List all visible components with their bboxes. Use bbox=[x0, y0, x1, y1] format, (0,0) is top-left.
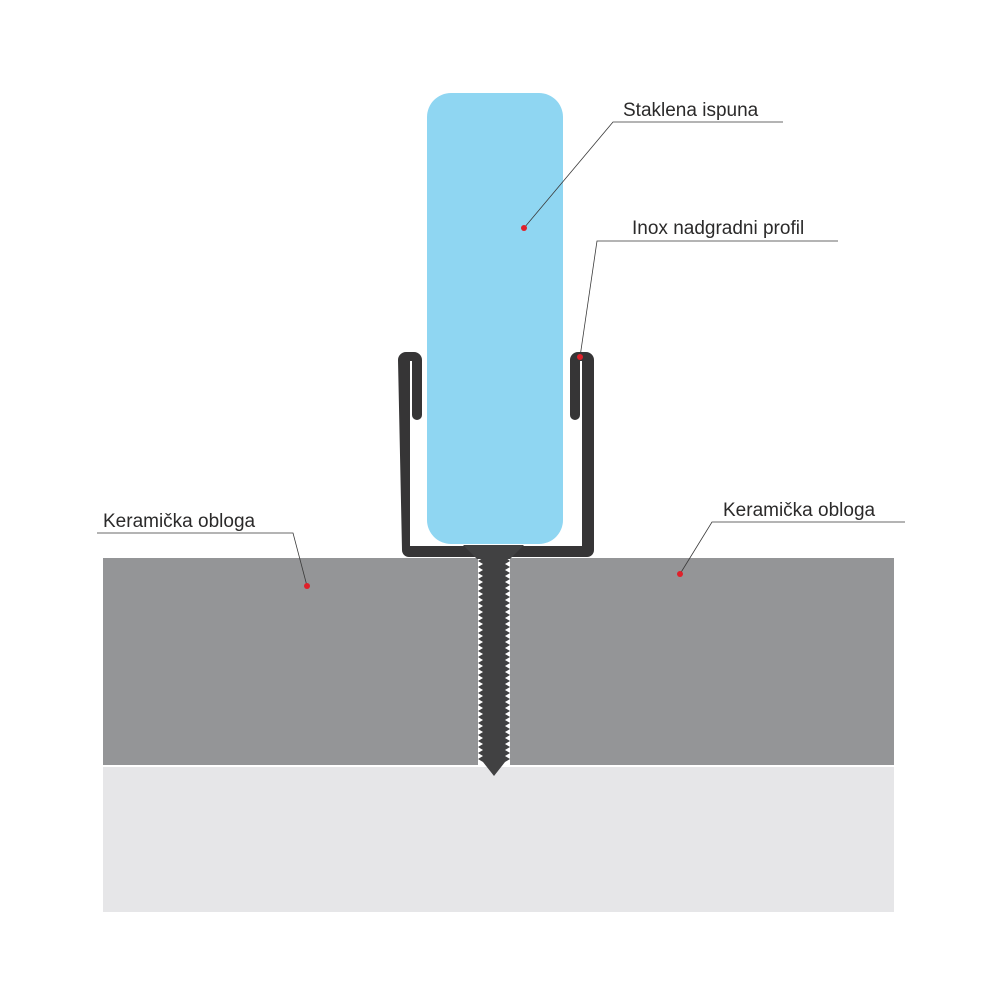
label-profile: Inox nadgradni profil bbox=[632, 218, 804, 239]
label-glass: Staklena ispuna bbox=[623, 100, 759, 121]
marker-tile-right bbox=[677, 571, 683, 577]
marker-profile bbox=[577, 354, 583, 360]
tile-left bbox=[103, 558, 478, 765]
leader-tile-right bbox=[679, 521, 905, 575]
screw bbox=[463, 545, 524, 776]
screw-shaft bbox=[478, 557, 510, 776]
leader-lines bbox=[97, 121, 905, 587]
inox-profile bbox=[398, 352, 594, 557]
tile-right bbox=[510, 558, 894, 765]
label-tile-left: Keramička obloga bbox=[103, 511, 256, 532]
leader-glass bbox=[523, 121, 783, 229]
leader-profile bbox=[579, 240, 838, 358]
marker-glass bbox=[521, 225, 527, 231]
glass-panel bbox=[427, 93, 563, 544]
label-tile-right: Keramička obloga bbox=[723, 500, 876, 521]
screw-head bbox=[463, 545, 524, 559]
markers bbox=[304, 225, 683, 589]
base-substrate bbox=[103, 767, 894, 912]
marker-tile-left bbox=[304, 583, 310, 589]
leader-tile-left bbox=[97, 532, 308, 587]
